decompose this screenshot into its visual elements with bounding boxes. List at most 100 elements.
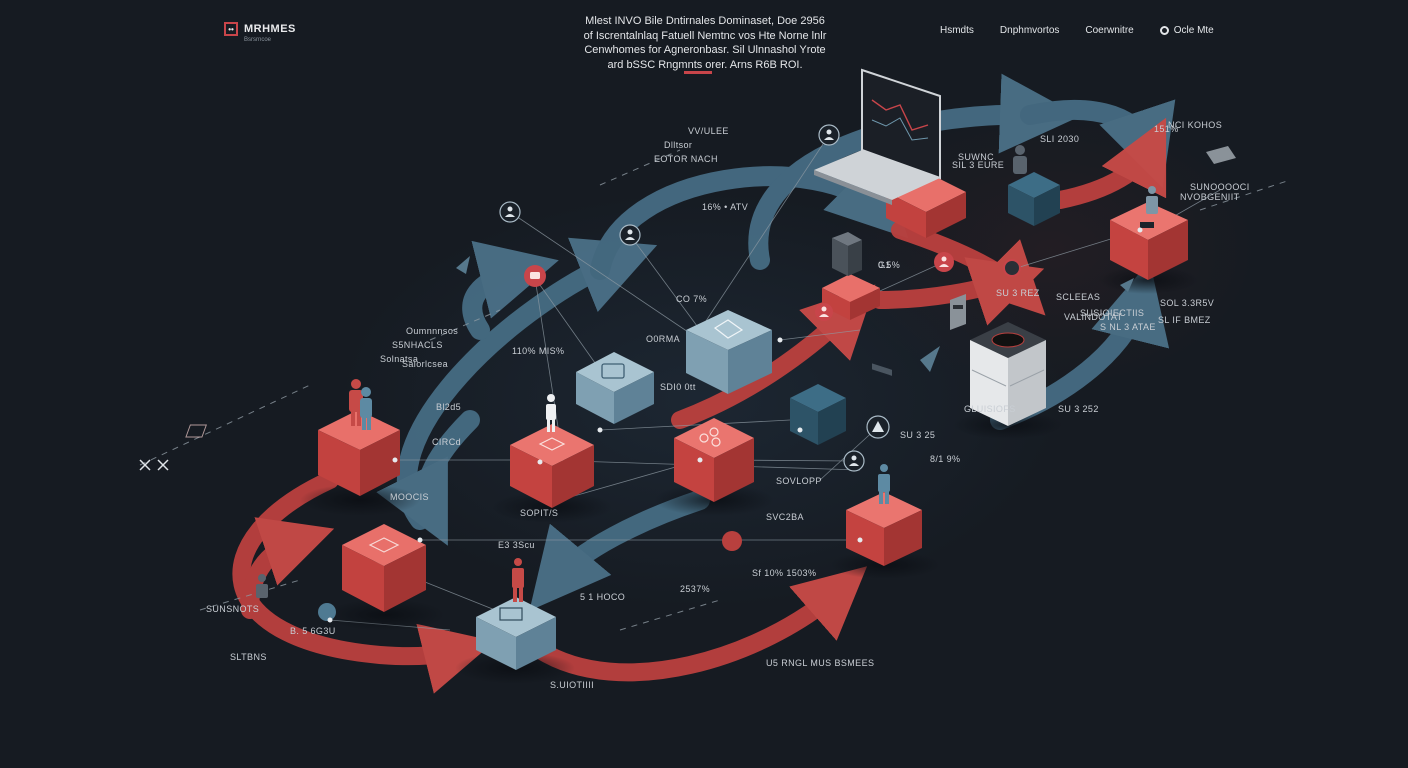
diagram-label: B. 5 6G3U bbox=[290, 626, 336, 636]
cube-dark-teal-top[interactable] bbox=[1008, 172, 1060, 226]
diagram-label: GLUISIOFS bbox=[964, 404, 1016, 414]
diagram-label: SU 3 252 bbox=[1058, 404, 1099, 414]
diagram-label: Bl2d5 bbox=[436, 402, 461, 412]
red-flow-arcs bbox=[232, 117, 1167, 694]
diagram-label: 110% MIS% bbox=[512, 346, 564, 356]
headline-line: Cenwhomes for Agneronbasr. Sil Ulnnashol… bbox=[584, 44, 826, 56]
user-pin-icon[interactable] bbox=[818, 124, 840, 146]
server-device-icon[interactable] bbox=[970, 322, 1046, 426]
diagram-label: SLTBNS bbox=[230, 652, 267, 662]
nav-item-ocle-mte[interactable]: Ocle Mte bbox=[1159, 25, 1214, 36]
diagram-label: SOPIT/S bbox=[520, 508, 558, 518]
person-icon bbox=[512, 558, 524, 602]
diagram-label: SU 3 25 bbox=[900, 430, 935, 440]
red-flow-arrow bbox=[531, 566, 868, 682]
cube-red-left[interactable] bbox=[185, 410, 400, 496]
diagram-label: 2537% bbox=[680, 584, 710, 594]
headline-accent-bar bbox=[684, 71, 712, 74]
cube-red-small-mid[interactable] bbox=[822, 274, 880, 320]
top-nav: Hsmdts Dnphmvortos Coerwnitre Ocle Mte bbox=[940, 25, 1214, 36]
cube-red-lower-left[interactable] bbox=[342, 524, 426, 612]
chat-pin-icon[interactable] bbox=[524, 265, 546, 287]
cube-dark-teal-mid[interactable] bbox=[790, 384, 846, 445]
device-icon bbox=[950, 294, 966, 330]
person-icon bbox=[1146, 186, 1158, 214]
red-flow-arrow bbox=[671, 284, 876, 429]
teal-flow-arrow bbox=[376, 410, 480, 546]
nav-item-hsmdts[interactable]: Hsmdts bbox=[940, 25, 974, 36]
diagram-label: SCLEEAS bbox=[1056, 292, 1100, 302]
nav-item-label: Ocle Mte bbox=[1173, 25, 1214, 36]
diagram-label: U5 RNGL MUS BSMEES bbox=[766, 658, 874, 668]
diagram-label: SVC2BA bbox=[766, 512, 804, 522]
red-flow-arrow bbox=[1051, 117, 1167, 209]
cross-marker-icon bbox=[139, 459, 169, 471]
cube-teal-upper[interactable] bbox=[686, 310, 772, 394]
user-pin-icon[interactable] bbox=[934, 252, 954, 272]
cube-red-right-center[interactable] bbox=[674, 418, 754, 502]
logo-name: MRHMES bbox=[244, 23, 296, 35]
diagram-label: SUSIOIECTIIS bbox=[1080, 308, 1144, 318]
person-icon bbox=[546, 394, 556, 432]
diagram-label: G1 bbox=[878, 260, 891, 270]
diagram-label: CO 7% bbox=[676, 294, 707, 304]
teal-flow-arrow bbox=[748, 73, 1080, 270]
diagram-label: VALINDOTAT bbox=[1064, 312, 1123, 322]
direction-chevrons bbox=[456, 256, 1134, 372]
status-dot-icon[interactable] bbox=[722, 531, 742, 551]
device-icon bbox=[832, 232, 862, 276]
diagram-label: 5 1 HOCO bbox=[580, 592, 625, 602]
diagram-label: Oumnnnsos bbox=[406, 326, 458, 336]
user-pin-icon[interactable] bbox=[843, 450, 865, 472]
headline-line: of Iscrentalnlaq Fatuell Nemtnc vos Hte … bbox=[583, 29, 827, 42]
alert-pin-icon[interactable] bbox=[866, 415, 890, 439]
cube-teal-bottom[interactable] bbox=[476, 597, 556, 670]
cube-red-far-right[interactable] bbox=[1110, 202, 1188, 280]
diagram-label: SDI0 0tt bbox=[660, 382, 696, 392]
logo-subtitle: Bsrsrncoe bbox=[244, 37, 272, 43]
diagram-label: 0.5% bbox=[878, 260, 900, 270]
logo-icon: •• bbox=[224, 22, 238, 36]
diagram-label: SUNSNOTS bbox=[206, 604, 259, 614]
diagram-label: 16% • ATV bbox=[702, 202, 748, 212]
user-pin-icon[interactable] bbox=[619, 224, 641, 246]
user-pin-icon[interactable] bbox=[815, 303, 833, 321]
diagram-label: SOVLOPP bbox=[776, 476, 822, 486]
diagram-label: EOTOR NACH bbox=[654, 154, 718, 164]
diagram-label: Solnatsa bbox=[380, 354, 418, 364]
diagram-label: O0RMA bbox=[646, 334, 680, 344]
diagram-label: 8/1 9% bbox=[930, 454, 960, 464]
connector-dots bbox=[327, 227, 1143, 623]
diagram-label: Saiorlcsea bbox=[402, 359, 448, 369]
person-icon bbox=[349, 379, 363, 426]
diagram-label: SL IF BMEZ bbox=[1158, 315, 1211, 325]
diagram-label: 151% bbox=[1154, 124, 1179, 134]
person-icon bbox=[878, 464, 890, 504]
red-flow-arrow bbox=[241, 517, 335, 619]
page-headline: Mlest INVO Bile Dntirnales Dominaset, Do… bbox=[560, 14, 850, 72]
cube-red-right[interactable] bbox=[846, 492, 922, 566]
headline-line: ard bSSC Rngmnts orer. Arns R6B ROI. bbox=[607, 58, 803, 71]
cube-teal-center[interactable] bbox=[576, 352, 654, 424]
diagram-label: SU 3 REZ bbox=[996, 288, 1040, 298]
diagram-label: S.UIOTIIII bbox=[550, 680, 594, 690]
diagram-label: Dlltsor bbox=[664, 140, 692, 150]
nav-item-coerwnitre[interactable]: Coerwnitre bbox=[1085, 25, 1134, 36]
diagram-label: NVOBGENIIT bbox=[1180, 192, 1240, 202]
teal-flow-arrow bbox=[590, 153, 909, 280]
status-dot-icon[interactable] bbox=[318, 603, 336, 621]
diagram-label: SUWNC bbox=[958, 152, 994, 162]
laptop-icon[interactable] bbox=[814, 68, 941, 376]
headline-line: Mlest INVO Bile Dntirnales Dominaset, Do… bbox=[585, 15, 825, 27]
person-icon bbox=[1013, 145, 1027, 174]
target-pin-icon[interactable] bbox=[1003, 259, 1021, 277]
dashed-lines bbox=[139, 149, 1291, 631]
user-pin-icon[interactable] bbox=[499, 201, 521, 223]
device-icon bbox=[1206, 146, 1236, 164]
nav-item-dnphmvortos[interactable]: Dnphmvortos bbox=[999, 25, 1060, 36]
logo[interactable]: •• MRHMES Bsrsrncoe bbox=[224, 22, 296, 44]
diagram-label: CIRCd bbox=[432, 437, 461, 447]
cube-red-center[interactable] bbox=[510, 424, 594, 508]
